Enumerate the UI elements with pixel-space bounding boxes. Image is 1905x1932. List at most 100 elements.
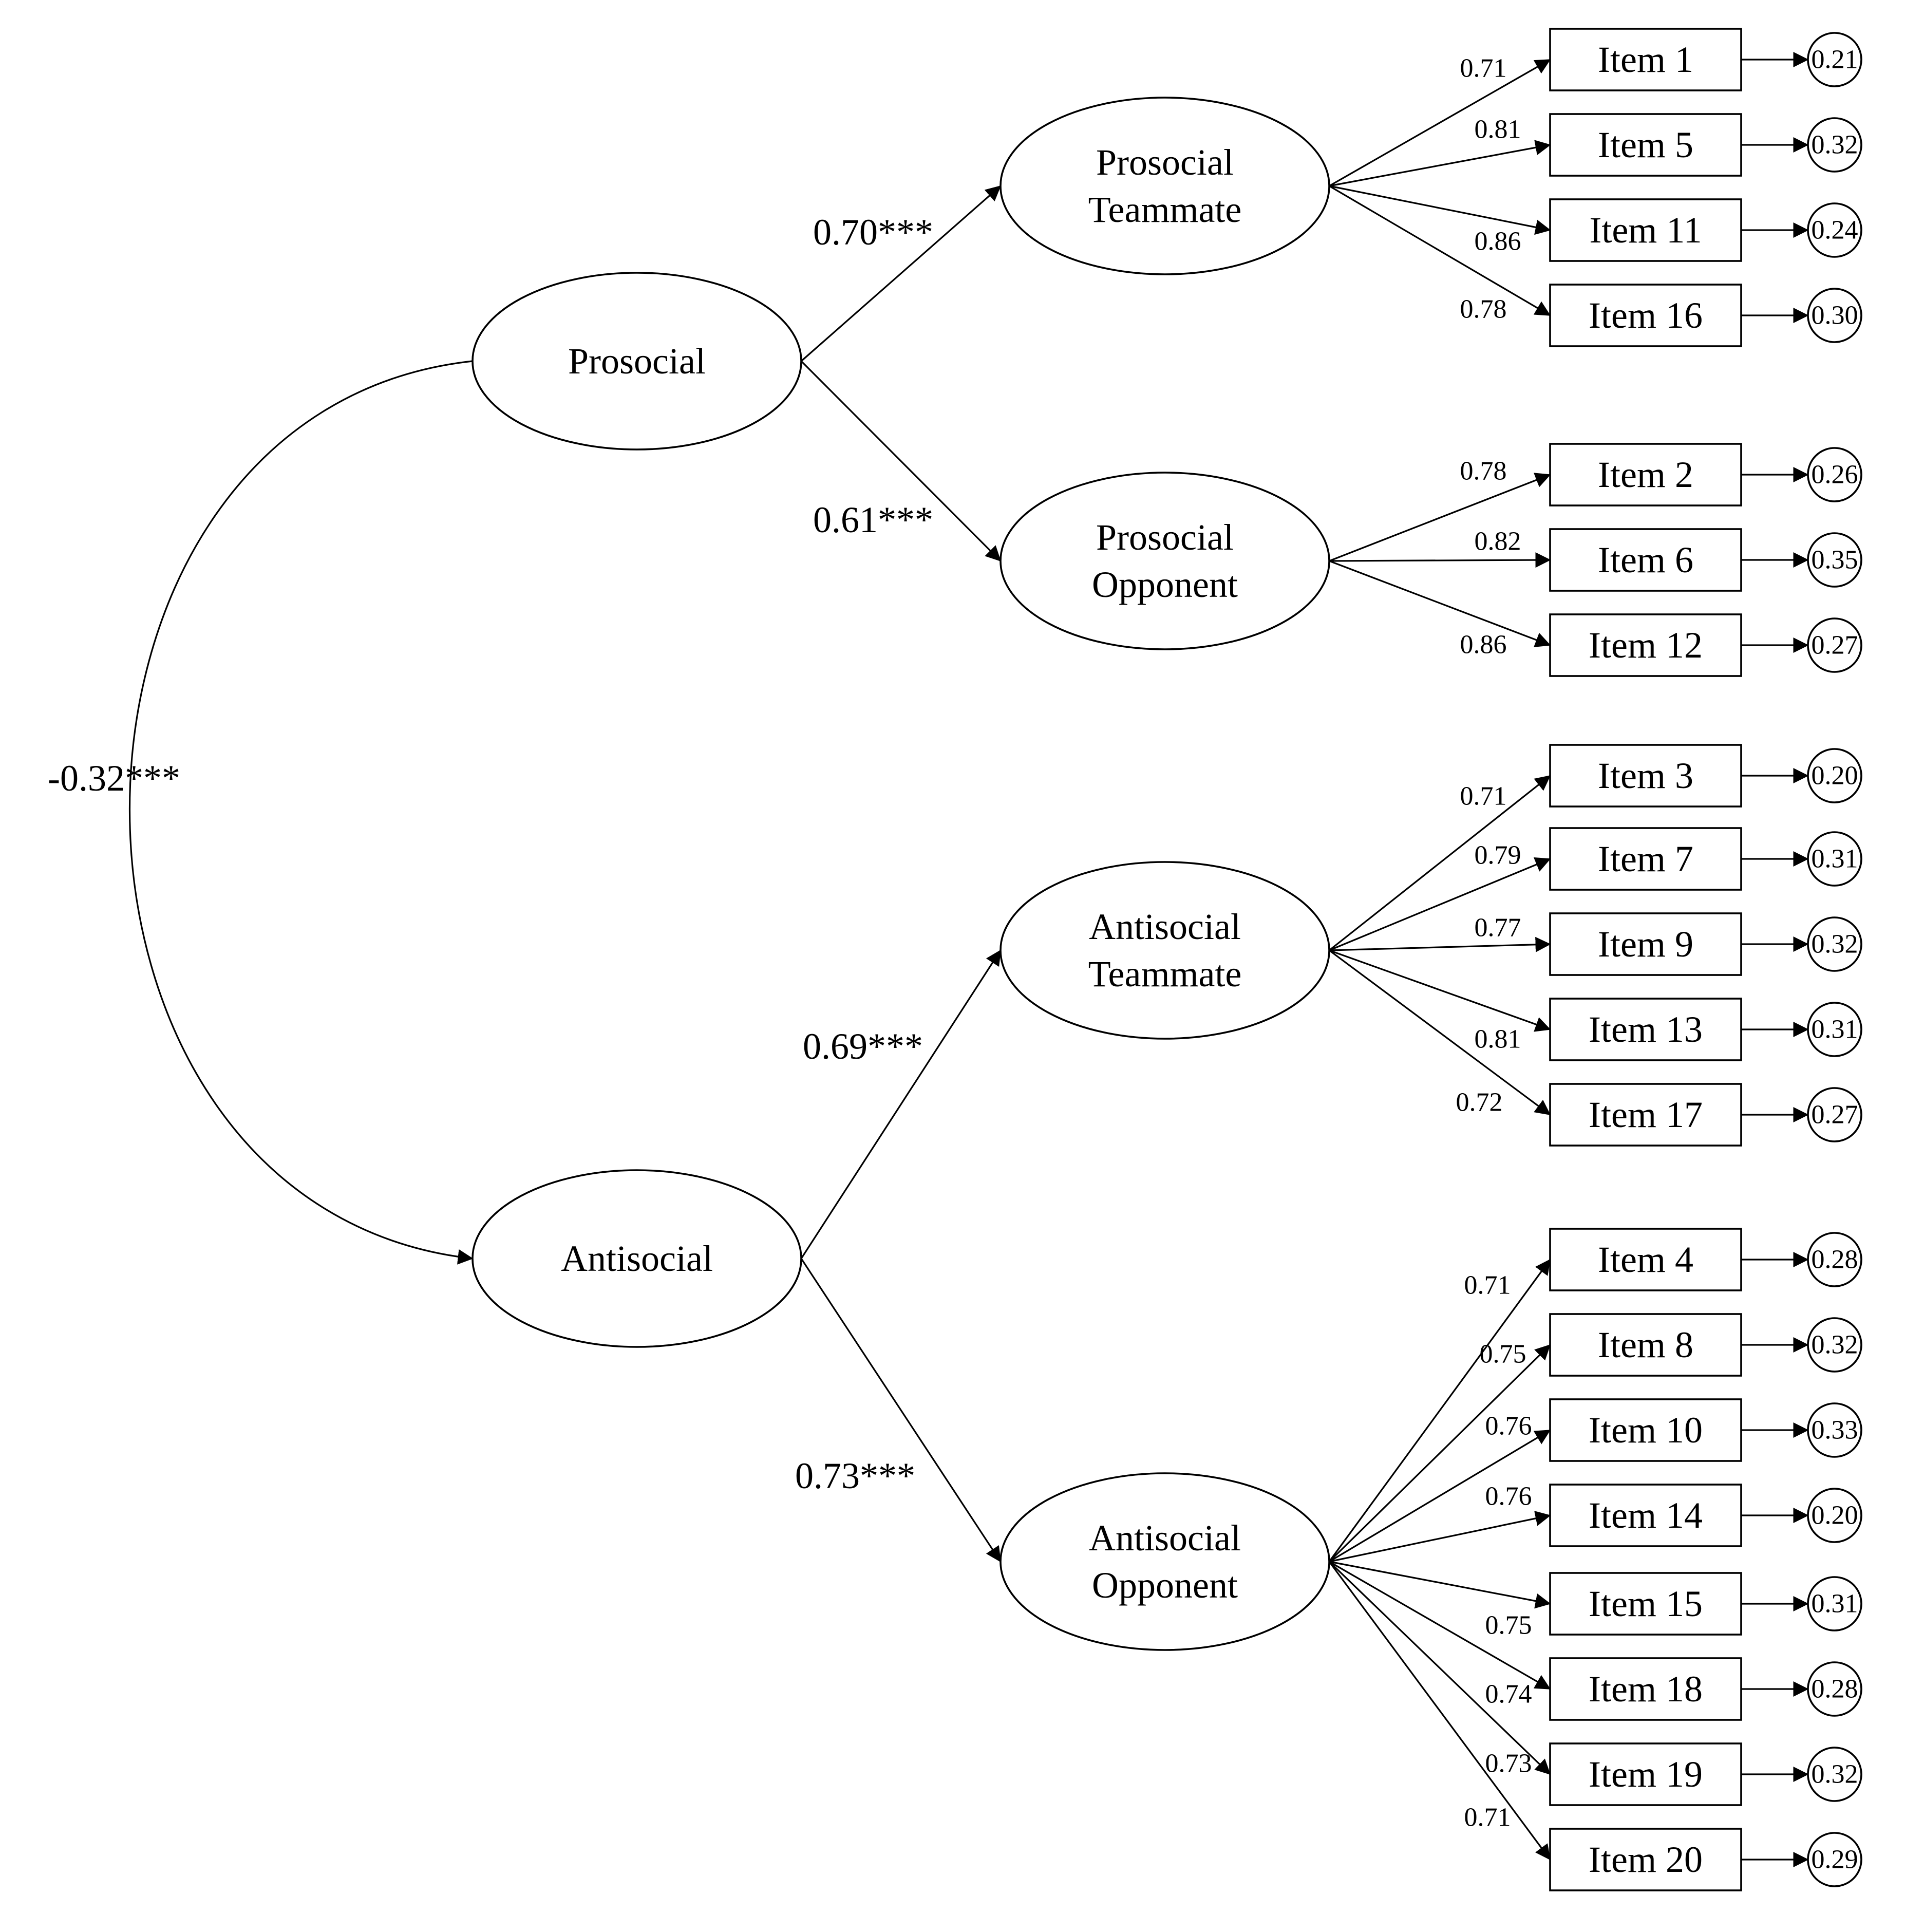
- error-circle: [1807, 32, 1862, 87]
- indicator-box: [1549, 28, 1742, 91]
- indicator-box: [1549, 912, 1742, 976]
- indicator-label: Item 20: [1589, 1839, 1703, 1880]
- loading-value: 0.86: [1460, 630, 1507, 660]
- loading-arrow: [1329, 1561, 1551, 1690]
- indicator-box: [1549, 1828, 1742, 1891]
- error-circle: [1807, 202, 1862, 258]
- indicator-box: [1549, 1484, 1742, 1547]
- indicator-label: Item 11: [1589, 210, 1702, 251]
- error-circle: [1807, 1232, 1862, 1287]
- factor-antisocial-label: Antisocial: [561, 1238, 713, 1279]
- error-value: 0.20: [1812, 1501, 1858, 1530]
- indicator-label: Item 3: [1598, 755, 1693, 796]
- indicator-box: [1549, 827, 1742, 891]
- factor-prosocial: [471, 272, 802, 451]
- path-prosocial-po: [800, 360, 1002, 562]
- loading-value: 0.74: [1485, 1680, 1532, 1709]
- loading-value: 0.79: [1475, 841, 1521, 870]
- loading-value: 0.86: [1475, 227, 1521, 256]
- path-coef-po: 0.61***: [813, 499, 933, 540]
- indicator-box: [1549, 528, 1742, 592]
- loading-value: 0.71: [1464, 1803, 1511, 1832]
- path-prosocial-pt: [800, 185, 1002, 362]
- loading-arrow: [1328, 1561, 1551, 1861]
- indicator-label: Item 14: [1589, 1495, 1703, 1536]
- indicator-box: [1549, 1572, 1742, 1636]
- loading-arrow: [1329, 1429, 1551, 1563]
- error-circle: [1807, 1087, 1862, 1142]
- indicator-label: Item 15: [1589, 1583, 1703, 1624]
- path-antisocial-at: [800, 949, 1002, 1259]
- indicator-box: [1549, 1657, 1742, 1721]
- error-value: 0.26: [1812, 460, 1858, 490]
- indicator-box: [1549, 613, 1742, 677]
- factor-po-label-1: Prosocial: [1096, 517, 1234, 558]
- error-value: 0.31: [1812, 1589, 1858, 1619]
- error-value: 0.32: [1812, 1760, 1858, 1789]
- error-value: 0.24: [1812, 216, 1858, 245]
- error-circle: [1807, 117, 1862, 173]
- loading-arrow: [1329, 473, 1551, 562]
- loading-value: 0.78: [1460, 457, 1507, 486]
- error-circle: [1807, 1576, 1862, 1631]
- error-value: 0.31: [1812, 845, 1858, 874]
- error-value: 0.35: [1812, 546, 1858, 575]
- indicator-label: Item 10: [1589, 1410, 1703, 1451]
- error-value: 0.32: [1812, 1330, 1858, 1360]
- loading-value: 0.73: [1485, 1749, 1532, 1778]
- factor-ao-label-1: Antisocial: [1089, 1517, 1241, 1559]
- indicator-box: [1549, 284, 1742, 347]
- loading-arrow: [1329, 552, 1551, 568]
- error-value: 0.29: [1812, 1845, 1858, 1874]
- indicator-label: Item 4: [1598, 1239, 1693, 1280]
- indicator-box: [1549, 1228, 1742, 1291]
- indicator-box: [1549, 998, 1742, 1061]
- loading-arrow: [1329, 1561, 1551, 1609]
- error-circle: [1807, 1747, 1862, 1802]
- loading-value: 0.72: [1456, 1088, 1503, 1117]
- factor-antisocial: [471, 1169, 802, 1348]
- indicator-label: Item 7: [1598, 838, 1693, 879]
- error-circle: [1807, 288, 1862, 343]
- path-antisocial-ao: [800, 1258, 1002, 1563]
- loading-value: 0.77: [1475, 913, 1521, 943]
- indicator-label: Item 18: [1589, 1668, 1703, 1710]
- loading-arrow: [1329, 59, 1551, 187]
- error-value: 0.27: [1812, 631, 1858, 660]
- error-circle: [1807, 748, 1862, 803]
- factor-prosocial-label: Prosocial: [568, 341, 706, 382]
- loading-value: 0.71: [1464, 1271, 1511, 1300]
- indicator-label: Item 5: [1598, 124, 1693, 165]
- loading-arrow: [1329, 775, 1551, 951]
- indicator-label: Item 6: [1598, 539, 1693, 580]
- factor-pt: [999, 97, 1330, 275]
- indicator-box: [1549, 744, 1742, 808]
- loading-value: 0.81: [1475, 115, 1521, 144]
- error-value: 0.20: [1812, 761, 1858, 791]
- loading-value: 0.82: [1475, 527, 1521, 556]
- loading-value: 0.75: [1480, 1340, 1526, 1369]
- indicator-label: Item 16: [1589, 295, 1703, 336]
- error-value: 0.21: [1812, 45, 1858, 74]
- error-circle: [1807, 532, 1862, 588]
- loading-arrow: [1328, 1259, 1551, 1562]
- path-coef-ao: 0.73***: [795, 1455, 915, 1496]
- error-value: 0.31: [1812, 1015, 1858, 1044]
- indicator-label: Item 12: [1589, 625, 1703, 666]
- error-value: 0.32: [1812, 130, 1858, 160]
- error-value: 0.28: [1812, 1245, 1858, 1274]
- loading-value: 0.76: [1485, 1482, 1532, 1511]
- factor-at-label-2: Teammate: [1088, 953, 1242, 995]
- indicator-label: Item 1: [1598, 39, 1693, 80]
- indicator-label: Item 2: [1598, 454, 1693, 495]
- loading-value: 0.75: [1485, 1611, 1532, 1640]
- loading-value: 0.76: [1485, 1412, 1532, 1441]
- factor-pt-label-2: Teammate: [1088, 189, 1242, 230]
- loading-arrow: [1329, 949, 1551, 1032]
- factor-at: [999, 861, 1330, 1040]
- indicator-box: [1549, 1313, 1742, 1377]
- error-circle: [1807, 831, 1862, 887]
- loading-arrow: [1328, 1561, 1551, 1775]
- factor-ao-label-2: Opponent: [1092, 1565, 1238, 1606]
- loading-arrow: [1329, 857, 1551, 951]
